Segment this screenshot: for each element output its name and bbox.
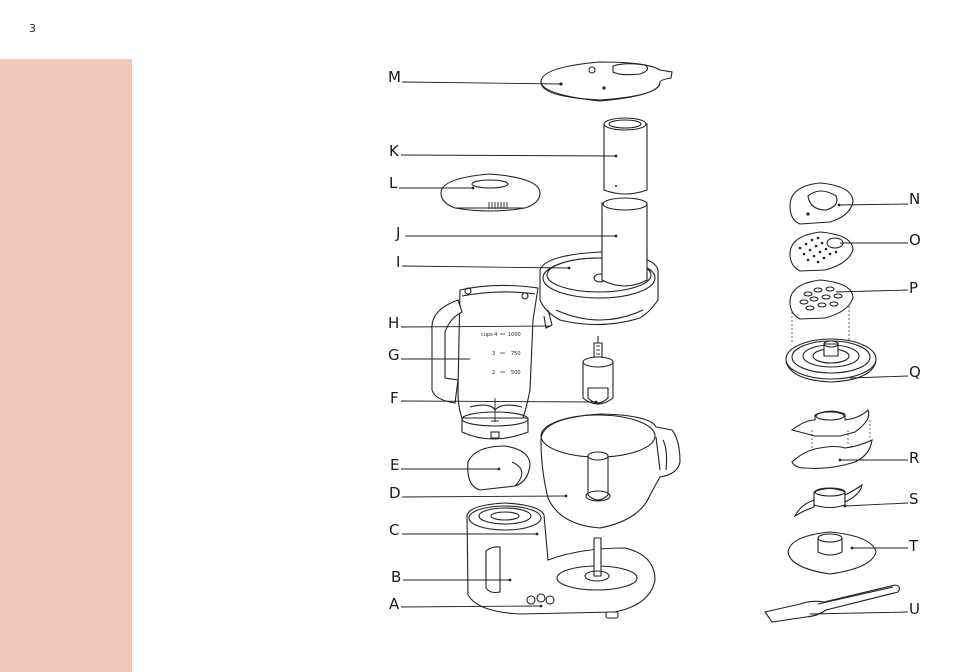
jug-mark-750: 750 [511, 351, 521, 357]
label-a: A [389, 595, 400, 613]
cover-vents [488, 202, 508, 209]
part-e-cap [467, 445, 531, 491]
part-r-knife-unit [790, 409, 873, 469]
label-i: I [396, 253, 400, 271]
label-s: S [909, 490, 919, 508]
label-n: N [909, 190, 920, 208]
jug-mark-cups3: 3 [492, 351, 495, 357]
jug-mark-cups2: 2 [492, 370, 495, 376]
part-s-knife [793, 483, 863, 518]
jug-mark-500: 500 [511, 370, 521, 376]
label-m: M [388, 68, 401, 86]
label-g: G [388, 346, 400, 364]
part-n-disc-insert [789, 182, 854, 225]
label-f: F [390, 389, 399, 407]
page-number: 3 [29, 22, 36, 35]
jug-mark-1000: 1000 [508, 332, 521, 338]
label-u: U [909, 600, 920, 618]
label-k: K [389, 142, 400, 160]
part-t-ring [787, 531, 877, 575]
sidebar-color-band [0, 59, 132, 672]
label-q: Q [909, 363, 921, 381]
part-p-slicing-disc [789, 279, 854, 344]
leader-lines-right [809, 203, 909, 615]
part-o-grating-disc [789, 231, 854, 272]
label-t: T [908, 537, 919, 555]
label-h: H [388, 314, 399, 332]
label-c: C [389, 521, 399, 539]
part-f-chopper-blade [582, 336, 614, 405]
label-r: R [909, 449, 919, 467]
label-l: L [389, 174, 398, 192]
leader-lines-left [399, 81, 617, 608]
part-labels: M K L J I H G F E D C B A N O P Q R S T … [388, 68, 921, 618]
jug-mark-cups4: cups 4 [481, 332, 497, 338]
label-d: D [389, 484, 401, 502]
part-m-lid-disc [540, 61, 673, 102]
part-u-spatula [764, 584, 900, 623]
label-e: E [390, 456, 399, 474]
jug-measure-marks: cups 4 1000 3 750 2 500 [481, 332, 521, 376]
part-q-disc [785, 338, 877, 383]
label-o: O [909, 231, 921, 249]
label-b: B [391, 568, 401, 586]
grating-holes [798, 236, 838, 264]
label-j: J [395, 224, 400, 242]
part-k-pusher [603, 117, 648, 195]
part-b-motor-base [466, 502, 656, 619]
part-d-bowl [540, 413, 681, 529]
part-l-cover [440, 173, 541, 212]
part-g-blender-jug: cups 4 1000 3 750 2 500 [431, 284, 553, 440]
label-p: P [909, 279, 918, 297]
